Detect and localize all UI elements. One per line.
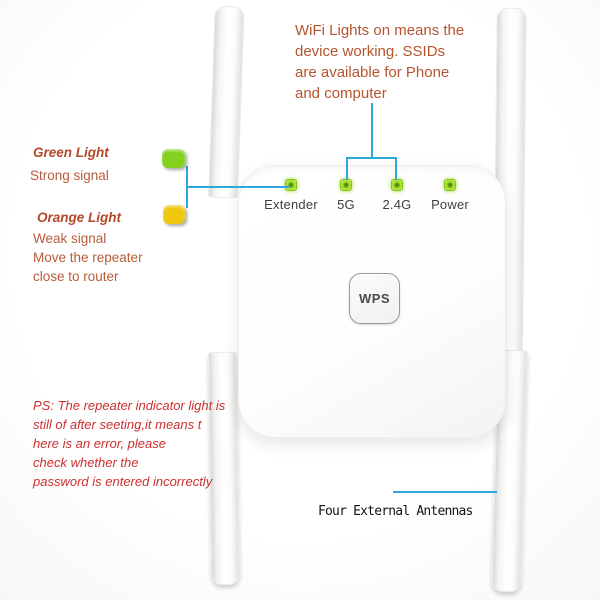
- 5g-led-icon: [340, 179, 352, 191]
- power-led-icon: [444, 179, 456, 191]
- wps-button: WPS: [349, 273, 400, 324]
- orange-light-description: Weak signal Move the repeater close to r…: [33, 229, 143, 286]
- led-group-2-4g: 2.4G: [357, 179, 437, 212]
- wifi-note-stem-line: [371, 103, 373, 158]
- orange-light-chip-icon: [163, 205, 185, 224]
- wifi-lights-note: WiFi Lights on means the device working.…: [295, 20, 475, 104]
- green-light-title: Green Light: [33, 145, 109, 160]
- green-light-description: Strong signal: [30, 168, 109, 183]
- repeater-body: Extender 5G 2.4G Power WPS: [238, 165, 506, 438]
- 2-4g-led-label: 2.4G: [382, 197, 412, 212]
- antenna-top-left: [208, 5, 245, 199]
- line-to-5g-led: [346, 157, 348, 180]
- wifi-note-line-2: device working. SSIDs: [295, 43, 446, 60]
- extender-led-label: Extender: [264, 197, 318, 212]
- wifi-note-line-1: WiFi Lights on means the: [295, 22, 465, 39]
- orange-desc-line-2: Move the repeater: [33, 250, 143, 265]
- wifi-note-line-4: and computer: [295, 85, 387, 102]
- ps-note-line-5: password is entered incorrectly: [33, 474, 213, 489]
- four-antennas-label: Four External Antennas: [318, 504, 473, 519]
- line-to-extender-led: [186, 186, 289, 188]
- ps-note-line-4: check whether the: [33, 455, 139, 470]
- led-group-power: Power: [410, 179, 490, 212]
- line-to-antenna: [393, 491, 497, 493]
- ps-note-line-3: here is an error, please: [33, 436, 166, 451]
- led-group-5g: 5G: [306, 179, 386, 212]
- power-led-label: Power: [431, 197, 469, 212]
- wifi-note-line-3: are available for Phone: [295, 64, 450, 81]
- ps-note-line-2: still of after seeting,it means t: [33, 417, 202, 432]
- led-group-extender: Extender: [251, 179, 331, 212]
- wifi-note-brace-line: [346, 157, 397, 159]
- extender-led-icon: [285, 179, 297, 191]
- ps-note: PS: The repeater indicator light is stil…: [33, 396, 243, 491]
- line-to-2-4g-led: [395, 157, 397, 180]
- orange-light-title: Orange Light: [37, 210, 121, 225]
- orange-desc-line-3: close to router: [33, 269, 119, 284]
- green-light-chip-icon: [162, 149, 185, 168]
- orange-desc-line-1: Weak signal: [33, 231, 107, 246]
- 2-4g-led-icon: [391, 179, 403, 191]
- 5g-led-label: 5G: [337, 197, 355, 212]
- ps-note-line-1: PS: The repeater indicator light is: [33, 398, 226, 413]
